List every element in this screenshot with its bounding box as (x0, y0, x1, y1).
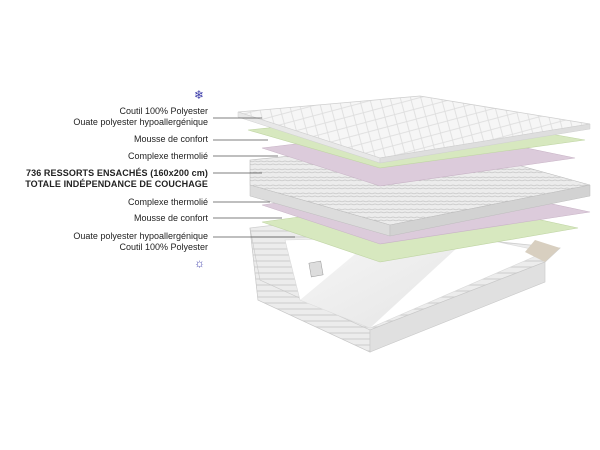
sun-icon: ☼ (194, 256, 205, 270)
label-independance: TOTALE INDÉPENDANCE DE COUCHAGE (25, 179, 208, 189)
layer-quilted-cover (237, 95, 591, 164)
label-coutil-top: Coutil 100% Polyester (119, 106, 208, 116)
snowflake-icon: ❄ (194, 88, 205, 102)
label-ressorts: 736 RESSORTS ENSACHÉS (160x200 cm) (26, 168, 208, 178)
label-complexe-bottom: Complexe thermolié (127, 197, 208, 207)
label-mousse-top: Mousse de confort (133, 134, 208, 144)
mattress-base (249, 221, 561, 353)
leader-lines (213, 117, 295, 238)
label-coutil-bottom: Coutil 100% Polyester (119, 242, 208, 252)
label-complexe-top: Complexe thermolié (127, 151, 208, 161)
label-mousse-bottom: Mousse de confort (133, 213, 208, 223)
label-ouate-top: Ouate polyester hypoallergénique (73, 117, 208, 127)
label-ouate-bottom: Ouate polyester hypoallergénique (73, 231, 208, 241)
